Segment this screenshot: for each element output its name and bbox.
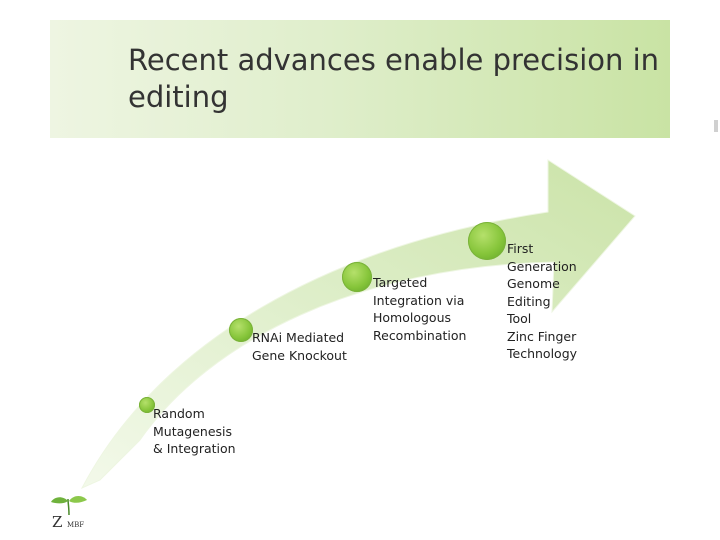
title-band (50, 20, 670, 138)
edge-mark (714, 120, 718, 132)
milestone-label-line: Integration via (373, 292, 465, 308)
logo-subtext: MBF (67, 521, 85, 529)
milestone-dot (342, 262, 372, 292)
milestone-label-line: Gene Knockout (252, 347, 347, 363)
milestone-label-line: Zinc Finger (507, 328, 577, 344)
milestone-label-line: RNAi Mediated (252, 330, 345, 345)
milestone-label-line: Targeted (373, 275, 428, 290)
slide-title: Recent advances enable precision in edit… (128, 43, 660, 114)
milestone-label-line: Generation (507, 258, 577, 274)
milestone-dot (468, 222, 506, 260)
milestone-label-line: Recombination (373, 327, 467, 343)
milestone-dot (229, 318, 253, 342)
milestone-label-line: First (507, 241, 534, 256)
milestone-dot (139, 397, 155, 413)
milestone-label-line: Tool (507, 311, 532, 326)
milestone-label-line: Random (153, 406, 205, 421)
milestone-label-line: & Integration (153, 441, 236, 456)
zmbf-logo: Z MBF (48, 493, 90, 537)
milestone-label-line: Editing (507, 293, 551, 309)
milestone-label-line: Technology (507, 346, 578, 361)
sprout-icon (51, 496, 87, 516)
milestone-label-line: Homologous (373, 310, 452, 325)
milestone-label-line: Mutagenesis (153, 423, 233, 439)
logo-letter: Z (52, 513, 63, 531)
milestone-label-line: Genome (507, 276, 560, 291)
